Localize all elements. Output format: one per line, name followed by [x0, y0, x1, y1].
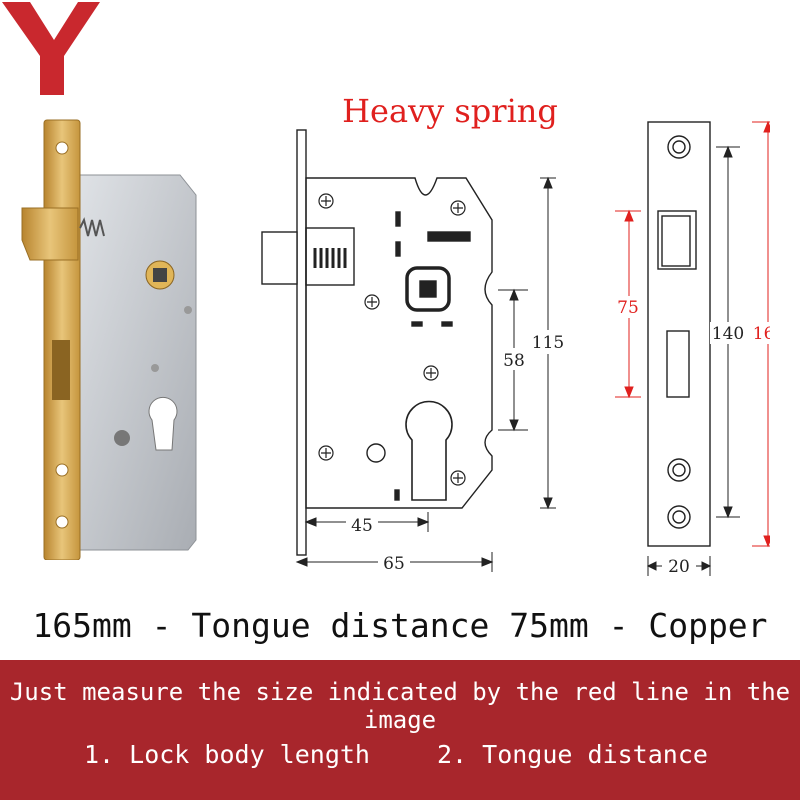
banner-instruction: Just measure the size indicated by the r…	[9, 678, 791, 734]
side-faceplate	[296, 129, 307, 556]
dim-width: 65	[383, 554, 405, 574]
dim-center: 58	[503, 351, 525, 371]
technical-drawing: 115 58 45 65 140 75 165 20	[261, 120, 770, 577]
lock-photo	[21, 119, 197, 560]
bolt-opening	[666, 330, 690, 398]
screw-icon	[364, 294, 380, 310]
instruction-banner	[0, 660, 800, 800]
page-title: Heavy spring	[342, 92, 558, 130]
faceplate-screw-hole	[55, 463, 69, 477]
banner-item-1: 1. Lock body length	[84, 740, 370, 769]
spindle-drawing	[405, 266, 451, 312]
screw-icon	[318, 445, 334, 461]
spring-drawing	[313, 248, 347, 268]
spring	[79, 217, 105, 237]
faceplate-screw-hole	[55, 141, 69, 155]
drawing-hole	[366, 443, 386, 463]
logo-y-shape	[2, 2, 100, 95]
screw-icon	[450, 200, 466, 216]
latch-opening	[657, 210, 697, 270]
screw-icon	[423, 365, 439, 381]
screw-icon	[318, 193, 334, 209]
dim-faceplate-inner: 140	[712, 324, 744, 344]
case-hole	[114, 430, 130, 446]
banner-item-2: 2. Tongue distance	[437, 740, 708, 769]
cylinder-profile	[405, 400, 453, 501]
case-screw	[151, 364, 159, 372]
case-screw	[184, 306, 192, 314]
latch	[261, 231, 298, 285]
cylinder-hole	[148, 396, 178, 451]
faceplate-screw-hole	[55, 515, 69, 529]
product-caption: 165mm - Tongue distance 75mm - Copper	[32, 606, 768, 645]
screw-icon	[450, 470, 466, 486]
latch-body	[305, 227, 355, 286]
body-outline	[305, 177, 493, 509]
spindle-square	[153, 268, 167, 282]
dim-backset: 45	[351, 516, 373, 536]
dim-faceplate-width: 20	[668, 557, 690, 577]
latch-tongue	[21, 207, 79, 261]
dim-faceplate-length: 165	[753, 324, 770, 344]
dim-tongue-distance: 75	[617, 298, 639, 318]
deadbolt-slot	[52, 340, 70, 400]
faceplate-front	[647, 121, 711, 547]
dim-depth: 115	[532, 333, 564, 353]
brand-logo	[2, 2, 100, 95]
